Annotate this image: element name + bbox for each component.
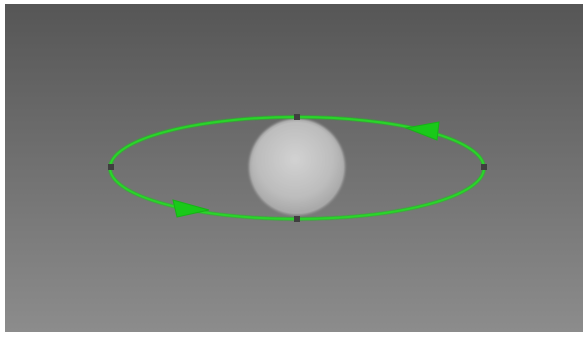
3d-viewport[interactable] xyxy=(5,4,583,332)
control-point-icon[interactable] xyxy=(294,114,300,120)
sphere-icon[interactable] xyxy=(249,119,345,215)
control-point-icon[interactable] xyxy=(108,164,114,170)
control-point-icon[interactable] xyxy=(294,216,300,222)
scene-canvas[interactable] xyxy=(5,4,583,332)
control-point-icon[interactable] xyxy=(481,164,487,170)
